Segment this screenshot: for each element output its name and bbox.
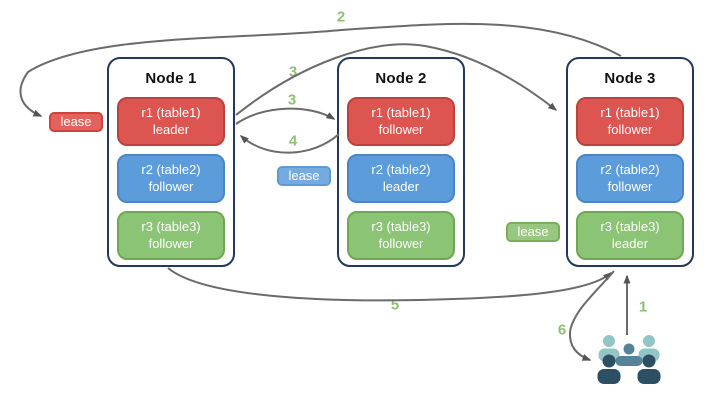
step-label-6: 6: [557, 321, 567, 339]
replica-range-label: r1 (table1): [141, 104, 201, 120]
step-label-3b: 3: [287, 91, 297, 109]
users-group-icon: [597, 335, 661, 384]
lease-tag-table2: lease: [277, 166, 331, 186]
replica-range-label: r1 (table1): [371, 104, 431, 120]
replica-role-label: leader: [152, 121, 190, 137]
node-1-replica-r3: r3 (table3) follower: [117, 211, 225, 260]
replica-range-label: r2 (table2): [600, 161, 660, 177]
node-3-replica-r2: r2 (table2) follower: [576, 154, 684, 203]
replica-role-label: leader: [382, 178, 420, 194]
node-1-replica-r2: r2 (table2) follower: [117, 154, 225, 203]
lease-tag-table1: lease: [49, 112, 103, 132]
node-2-replica-r2: r2 (table2) leader: [347, 154, 455, 203]
replica-range-label: r1 (table1): [600, 104, 660, 120]
node-1-replica-r1: r1 (table1) leader: [117, 97, 225, 146]
step-label-5: 5: [390, 296, 400, 314]
node-3-title: Node 3: [604, 70, 656, 87]
replica-role-label: follower: [607, 121, 653, 137]
replica-range-label: r3 (table3): [141, 218, 201, 234]
node-2-title: Node 2: [375, 70, 427, 87]
replica-role-label: follower: [148, 178, 194, 194]
arrow-step-5-node1-to-node3: [167, 267, 613, 302]
node-1-title: Node 1: [145, 70, 197, 87]
arrow-step-3-leader-to-node2: [235, 107, 336, 125]
node-2: Node 2 r1 (table1) follower r2 (table2) …: [337, 57, 465, 267]
node-3-replica-r3: r3 (table3) leader: [576, 211, 684, 260]
lease-tag-table3: lease: [506, 222, 560, 242]
replica-range-label: r2 (table2): [371, 161, 431, 177]
step-label-3a: 3: [288, 63, 298, 81]
node-3: Node 3 r1 (table1) follower r2 (table2) …: [566, 57, 694, 267]
replica-role-label: follower: [607, 178, 653, 194]
node-1: Node 1 r1 (table1) leader r2 (table2) fo…: [107, 57, 235, 267]
replica-range-label: r2 (table2): [141, 161, 201, 177]
replica-role-label: follower: [378, 235, 424, 251]
replica-role-label: follower: [148, 235, 194, 251]
node-2-replica-r1: r1 (table1) follower: [347, 97, 455, 146]
step-label-1: 1: [638, 298, 648, 316]
step-label-2: 2: [336, 8, 346, 26]
step-label-4: 4: [288, 132, 298, 150]
replica-range-label: r3 (table3): [371, 218, 431, 234]
replica-role-label: leader: [611, 235, 649, 251]
node-3-replica-r1: r1 (table1) follower: [576, 97, 684, 146]
replica-role-label: follower: [378, 121, 424, 137]
node-2-replica-r3: r3 (table3) follower: [347, 211, 455, 260]
replica-range-label: r3 (table3): [600, 218, 660, 234]
